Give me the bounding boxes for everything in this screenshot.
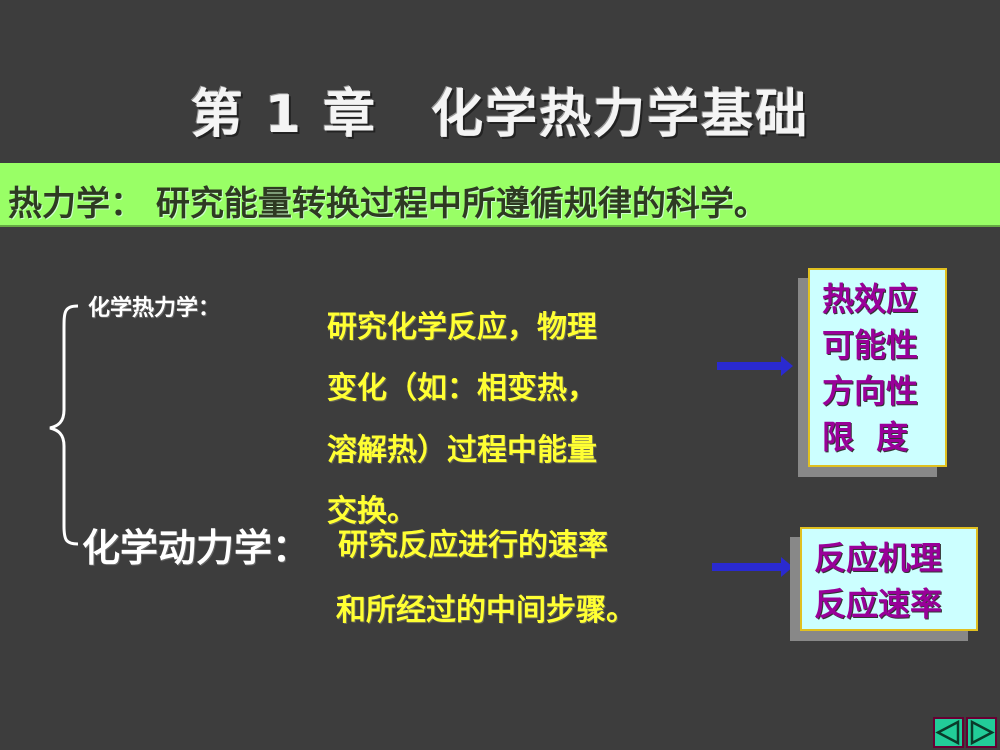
- thermo-line: 溶解热）过程中能量: [327, 433, 597, 468]
- thermo-line: 研究化学反应，物理: [327, 310, 597, 345]
- kinetics-line: 和所经过的中间步骤。: [336, 593, 636, 628]
- brace-icon: [49, 304, 79, 546]
- thermo-topics-box: 热效应 可能性 方向性 限 度: [808, 268, 947, 467]
- kinetics-line: 研究反应进行的速率: [338, 528, 608, 563]
- triangle-left-icon: [935, 719, 960, 746]
- chemical-thermodynamics-label: 化学热力学：: [88, 296, 221, 321]
- topic: 可能性: [822, 326, 919, 364]
- next-slide-button[interactable]: [966, 717, 997, 748]
- chemical-kinetics-label: 化学动力学：: [82, 526, 311, 570]
- topic: 反应机理: [814, 539, 943, 577]
- slide-title: 第 1 章 化学热力学基础: [190, 85, 810, 145]
- topic: 限 度: [822, 418, 909, 456]
- topic: 热效应: [822, 280, 919, 318]
- triangle-right-icon: [970, 719, 995, 746]
- definition-text: 热力学： 研究能量转换过程中所遵循规律的科学。: [8, 184, 768, 224]
- topic: 方向性: [822, 372, 919, 410]
- arrow-right-icon: [712, 557, 793, 577]
- prev-slide-button[interactable]: [933, 717, 964, 748]
- topic: 反应速率: [814, 585, 943, 623]
- thermo-line: 变化（如：相变热，: [327, 371, 597, 406]
- kinetics-topics-box: 反应机理 反应速率: [800, 527, 978, 631]
- arrow-right-icon: [717, 356, 793, 376]
- thermo-line: 交换。: [327, 494, 417, 529]
- definition-bar: [0, 163, 1000, 227]
